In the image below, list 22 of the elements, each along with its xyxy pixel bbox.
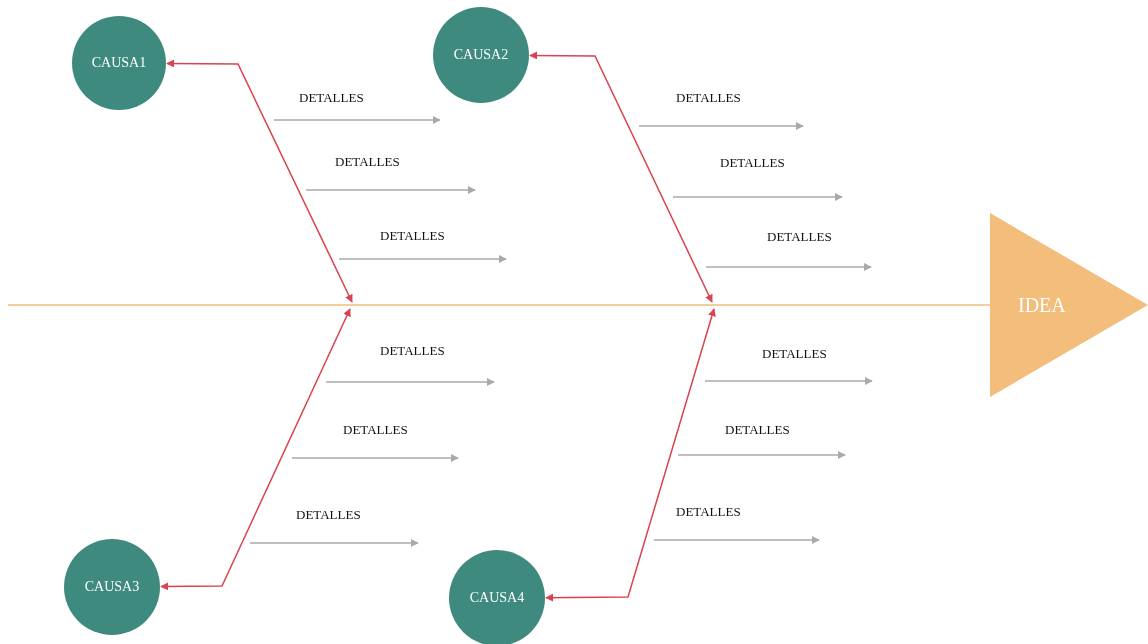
- detail-label: DETALLES: [720, 155, 785, 171]
- detail-label: DETALLES: [296, 507, 361, 523]
- detail-label: DETALLES: [380, 343, 445, 359]
- detail-label: DETALLES: [343, 422, 408, 438]
- node-label: IDEA: [1018, 293, 1066, 317]
- node-label: CAUSA2: [453, 47, 509, 63]
- detail-label: DETALLES: [380, 228, 445, 244]
- detail-label: DETALLES: [299, 90, 364, 106]
- effect-triangle: [990, 213, 1148, 397]
- detail-label: DETALLES: [335, 154, 400, 170]
- arrow: [166, 59, 353, 303]
- detail-label: DETALLES: [676, 504, 741, 520]
- detail-label: DETALLES: [725, 422, 790, 438]
- arrow: [529, 51, 713, 303]
- node-label: CAUSA3: [84, 579, 140, 595]
- node-label: CAUSA1: [91, 55, 147, 71]
- arrow: [545, 308, 716, 602]
- detail-label: DETALLES: [762, 346, 827, 362]
- node-label: CAUSA4: [469, 590, 525, 606]
- arrow: [160, 308, 351, 591]
- detail-label: DETALLES: [676, 90, 741, 106]
- detail-label: DETALLES: [767, 229, 832, 245]
